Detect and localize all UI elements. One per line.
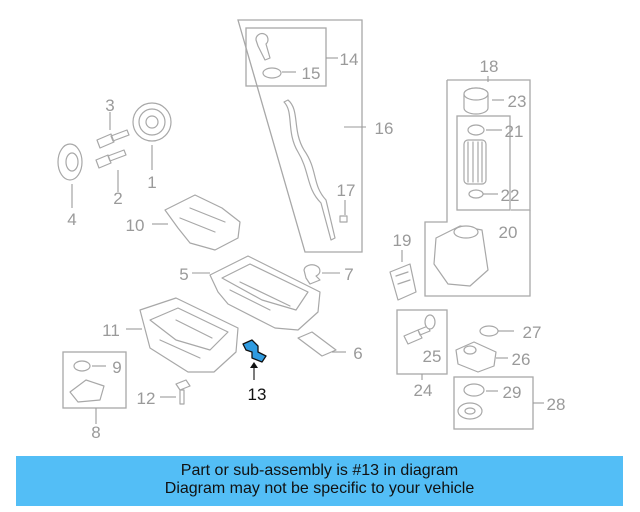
banner-line-part-number: Part or sub-assembly is #13 in diagram	[180, 462, 459, 479]
callout-15: 15	[302, 64, 321, 83]
callout-22: 22	[501, 186, 520, 205]
callout-6: 6	[353, 344, 362, 363]
callout-18: 18	[480, 57, 499, 76]
drain-plug-7	[303, 264, 340, 285]
callout-27: 27	[523, 323, 542, 342]
lower-oil-pan-11	[126, 297, 239, 373]
upper-oil-pan-5	[192, 255, 321, 331]
callout-21: 21	[505, 122, 524, 141]
bolt-3	[96, 129, 130, 149]
o-ring-9	[73, 360, 91, 372]
pickup-tube	[69, 379, 105, 403]
callout-2: 2	[113, 189, 122, 208]
exploded-parts-diagram: 1 2 3 4 5 6 7 8 9 10 11 12 13 14 15 16 1…	[57, 19, 566, 442]
callout-29: 29	[503, 383, 522, 402]
part-info-banner: Part or sub-assembly is #13 in diagram D…	[16, 456, 623, 506]
bolt-2	[95, 149, 127, 169]
callout-17: 17	[337, 181, 356, 200]
callout-7: 7	[344, 265, 353, 284]
o-ring-27	[479, 325, 499, 337]
sensor-25	[403, 325, 431, 345]
seal-21	[467, 124, 485, 136]
o-ring-15	[262, 67, 282, 79]
part-20-box	[456, 115, 511, 211]
callout-20: 20	[499, 223, 518, 242]
callout-16: 16	[375, 119, 394, 138]
callout-23: 23	[508, 92, 527, 111]
callout-28: 28	[547, 395, 566, 414]
callout-24: 24	[414, 381, 433, 400]
pulley-group	[57, 102, 172, 208]
part-14-box	[245, 27, 327, 87]
filter-element	[463, 139, 487, 185]
callout-12: 12	[137, 389, 156, 408]
callout-9: 9	[112, 358, 121, 377]
banner-line-disclaimer: Diagram may not be specific to your vehi…	[164, 480, 475, 497]
callout-4: 4	[67, 210, 76, 229]
callout-1: 1	[147, 173, 156, 192]
callout-13-highlighted: 13	[248, 385, 267, 404]
callout-10: 10	[126, 216, 145, 235]
callout-5: 5	[179, 265, 188, 284]
gasket-6	[297, 331, 346, 357]
callout-19: 19	[393, 231, 412, 250]
thermostat-group-28	[453, 376, 544, 430]
dipstick-handle	[255, 32, 271, 61]
dipstick-group-outline	[237, 19, 363, 253]
bracket-19	[389, 250, 417, 301]
bolt-12	[160, 379, 191, 405]
dipstick-clip-17	[339, 215, 348, 223]
part-13-bracket	[242, 339, 267, 363]
callout-8: 8	[91, 423, 100, 442]
dipstick-tube	[283, 99, 336, 241]
seal-22	[468, 189, 484, 199]
sensor-group-24	[396, 309, 448, 380]
callout-25: 25	[423, 347, 442, 366]
seal-29	[463, 383, 485, 397]
part-13-highlighted	[242, 339, 267, 380]
dipstick-group	[237, 19, 366, 253]
callout-26: 26	[512, 350, 531, 369]
callout-3: 3	[105, 96, 114, 115]
baffle-10	[152, 194, 241, 251]
callout-11: 11	[102, 321, 120, 340]
oil-pump-group-8	[62, 351, 127, 424]
oil-cooler-26	[455, 325, 514, 373]
callout-14: 14	[340, 50, 359, 69]
oil-filter-group	[424, 76, 531, 297]
